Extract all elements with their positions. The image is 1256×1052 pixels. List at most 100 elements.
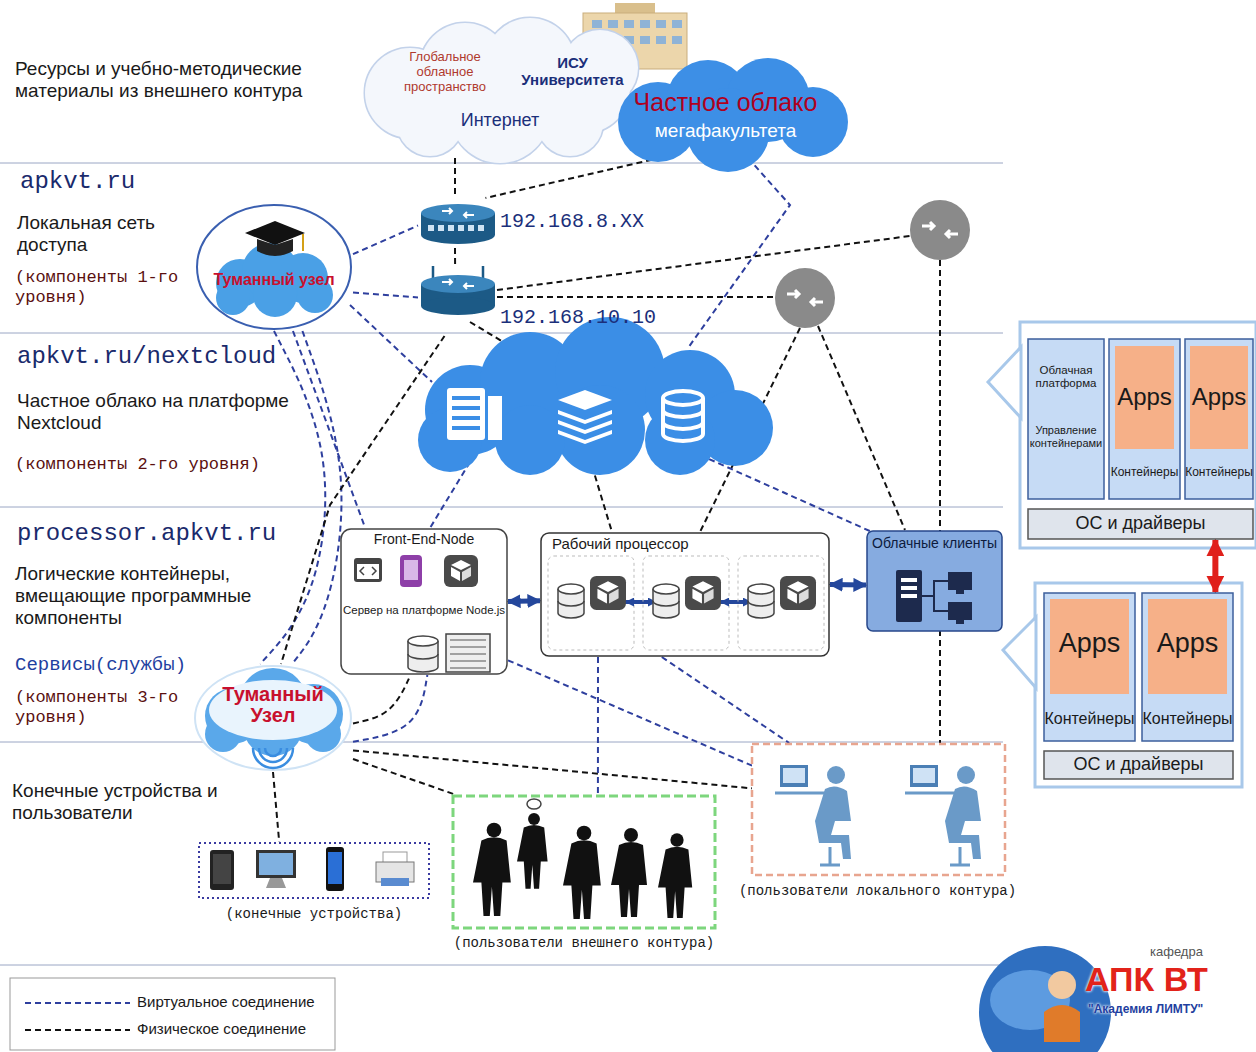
end-devices: (конечные устройства) [198,842,430,930]
node-text: Частное облако [618,88,833,117]
wire [592,466,612,532]
fog-node-shape [195,203,353,331]
external-users-shape [473,837,511,916]
container-box: КонтейнерыApps [1141,592,1234,742]
internet-cloud: Глобальное облачное пространствоИСУ Унив… [350,18,645,158]
separator-line [0,333,1003,334]
end-devices-shape [210,850,234,890]
node-text: 192.168.10.10 [500,306,683,329]
server-icon [452,426,480,430]
node-text: (пользователи локального контура) [735,883,1020,899]
logo-text: АПК ВТ [1085,960,1245,999]
connector [353,675,411,723]
university-building [672,20,682,28]
router-shape [428,225,434,231]
local-users: (пользователи локального контура) [735,743,1020,905]
connector [830,582,866,588]
server-icon [452,406,480,410]
front-end-node-shape [450,661,486,662]
front-end-node-shape [357,564,379,579]
local-users-shape [905,792,955,795]
node-text: Apps [1114,383,1175,411]
layer-label: Частное облако на платформе Nextcloud [17,390,317,434]
node-text: Apps [1189,383,1249,411]
nextcloud-cloud [418,317,773,475]
node-text: (конечные устройства) [198,906,430,922]
internet-cloud-shape [537,90,603,156]
apps-box-shape [1148,599,1227,694]
cloud-clients-shape [956,590,964,594]
external-users-shape [577,826,592,841]
fog-node-shape [195,666,351,770]
os-drivers-bar-shape [1044,751,1233,779]
connector [293,331,365,528]
connector [486,160,653,198]
router-shape [468,225,474,231]
local-users-shape [775,792,825,795]
external-users-shape [487,823,502,838]
router: 192.168.10.10 [418,266,683,336]
front-end-node-shape [354,558,382,582]
internet-cloud-shape [537,90,603,156]
worker-processor-shape [597,581,618,592]
virtual-wire [350,158,872,532]
worker-processor-shape [692,589,702,604]
external-users-shape [563,840,601,919]
platform-box-shape [1028,339,1104,499]
cloud-clients-shape [896,570,922,622]
container-box: КонтейнерыApps [1043,592,1136,742]
legend-sample [25,1029,130,1031]
virtual-wire [700,455,872,532]
node-text: Туманный Узел [203,684,343,726]
front-end-node-shape [451,567,460,581]
front-end-node-shape [450,640,486,641]
university-building [656,20,666,28]
worker-processor-shape [548,556,634,650]
local-users-shape [910,765,938,787]
worker-processor-shape [738,556,824,650]
container-box-shape [1109,339,1180,499]
node-text: Front-End-Node [340,531,508,547]
apps-box-shape [1190,346,1248,449]
connector [353,750,752,788]
layer-label: Конечные устройства и пользователи [12,780,242,824]
domain-label: apkvt.ru/nextcloud [17,343,307,371]
node-text: Глобальное облачное пространство [380,50,510,95]
database-icon [663,398,703,441]
wire [470,236,940,743]
apps-box-shape [1050,599,1129,694]
router-symbol [775,200,970,328]
external-users-shape [611,842,647,917]
worker-processor-shape [653,584,679,594]
container-panel [988,347,1021,418]
university-building [624,20,634,28]
fog-node-shape [257,239,293,256]
container-box-shape [1142,593,1233,741]
connector [454,248,456,266]
university-building [640,36,650,44]
front-end-node-shape [360,567,376,575]
logo-text: кафедра [1150,945,1240,960]
node-text: Облачные клиенты [866,535,1003,551]
server-icon [452,416,480,420]
node-text: (пользователи внешнего контура) [439,935,729,951]
logo-text: "Академия ЛИМТУ" [1088,1003,1248,1017]
router: 192.168.8.XX [418,198,668,248]
connector [353,226,418,255]
node-text: мегафакультета [618,120,833,142]
fog-node-shape [265,748,281,756]
connector [508,598,540,604]
service-label: Сервисы(службы) [15,655,205,677]
platform-box-shape [1027,338,1105,500]
end-devices-shape [256,850,296,878]
fog-node-shape [197,205,351,329]
apps-box: Apps [1049,598,1130,695]
connector [454,158,456,198]
layers-icon [558,420,612,434]
fog-node: Туманный Узел [193,664,353,772]
worker-processor-shape [590,576,626,610]
front-end-node-shape [450,647,486,648]
node-text: ОС и драйверы [1043,754,1234,775]
separator-line [0,965,1003,966]
logo [1048,971,1076,999]
